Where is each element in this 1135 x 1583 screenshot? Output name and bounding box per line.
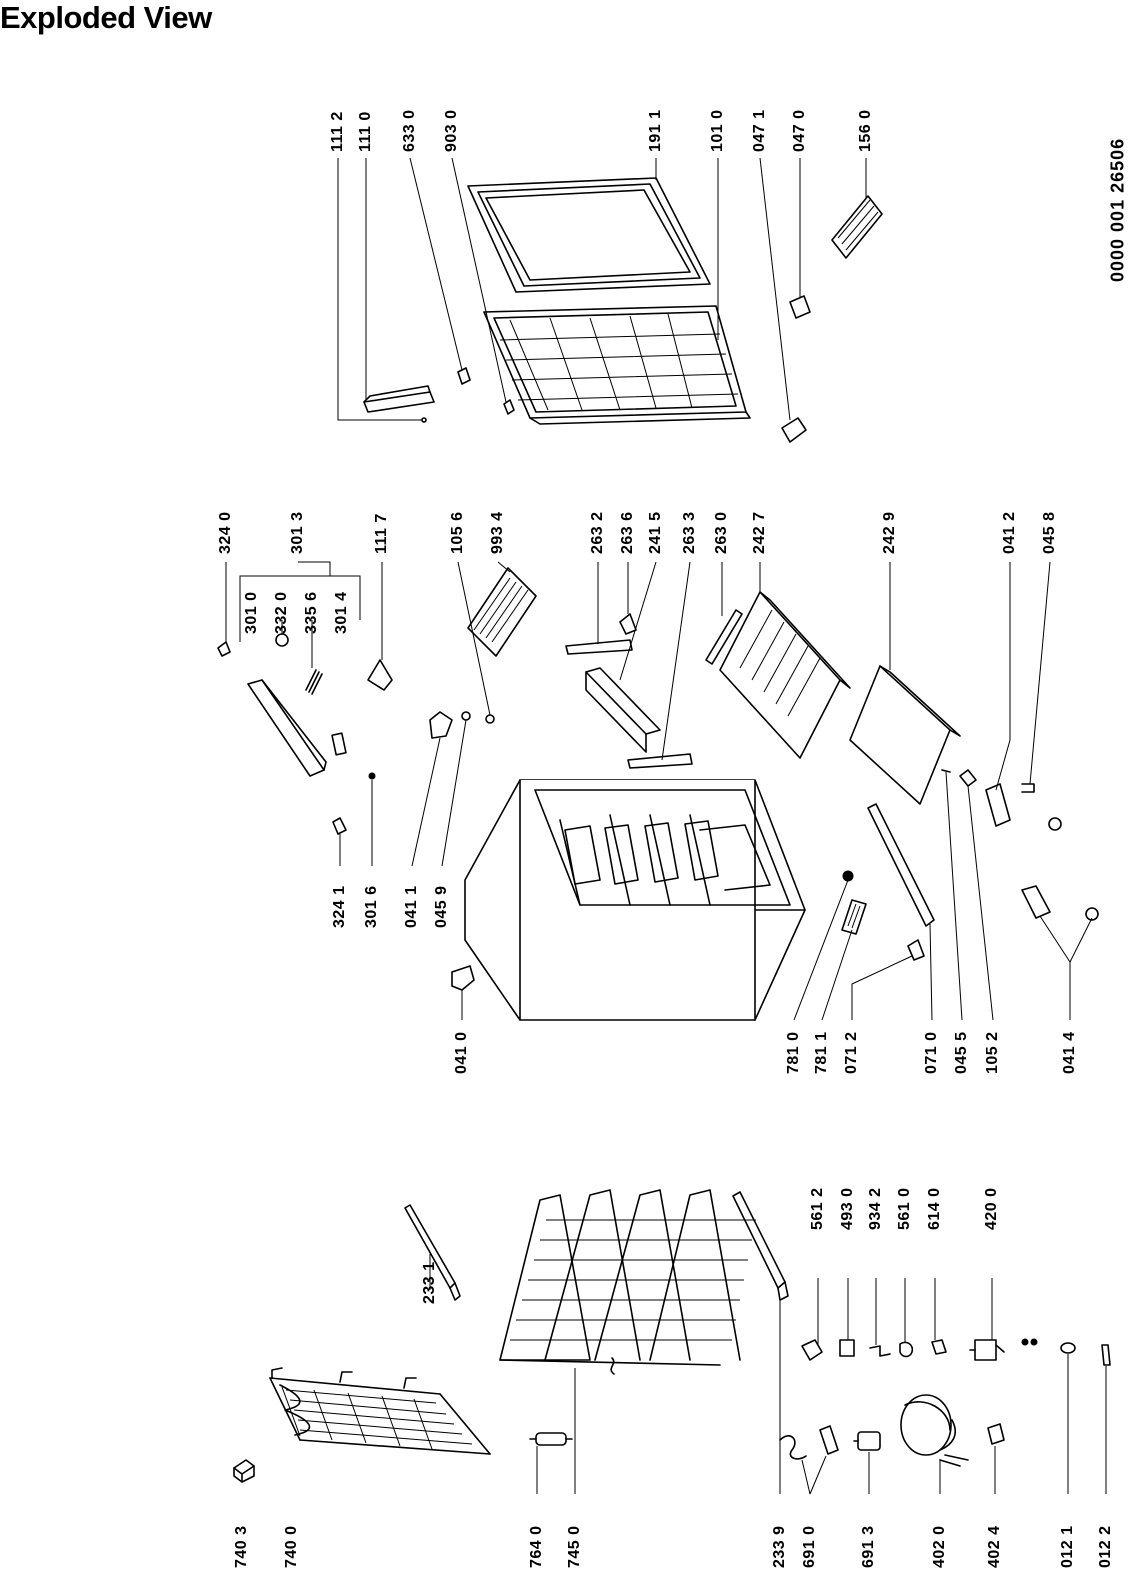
part-335-6: [305, 669, 323, 695]
cabinet: [464, 779, 806, 1021]
part-324-1: [332, 817, 347, 835]
part-934-2: [869, 1345, 891, 1357]
control-panel-301-0: [247, 679, 347, 777]
part-402-4: [987, 1423, 1005, 1445]
part-263-3: [627, 753, 693, 769]
door-gasket-191-1: [467, 177, 711, 293]
part-233-9: [732, 1191, 789, 1301]
part-071-2: [907, 939, 925, 961]
part-493-0: [839, 1339, 855, 1357]
part-105-2: [959, 769, 977, 787]
part-263-2: [565, 639, 633, 655]
part-614-0: [931, 1339, 947, 1355]
hinge-041-2: [985, 783, 1062, 831]
part-047-1: [781, 417, 807, 443]
part-045-5: [941, 769, 951, 773]
page-title: Exploded View: [0, 0, 212, 35]
part-691-0: [779, 1425, 839, 1460]
door-liner-101-0: [483, 305, 751, 425]
part-903-0: [503, 399, 515, 415]
leader-lines-right: [337, 157, 867, 421]
part-561-2: [801, 1339, 823, 1361]
part-420-0: [969, 1339, 1005, 1361]
part-small-dots: [1021, 1338, 1038, 1346]
leader-lines-centre: [225, 561, 1093, 1021]
part-111-7: [367, 659, 393, 691]
leader-lines-left: [429, 1254, 1107, 1495]
part-332-0: [275, 633, 289, 647]
part-633-0: [457, 367, 471, 385]
hinge-041-0: [451, 965, 475, 991]
drawer-242-9: [849, 665, 961, 805]
shelf-241-5: [585, 667, 661, 753]
part-012-2: [1101, 1344, 1111, 1366]
part-111-2: [421, 417, 427, 423]
condenser-740-0: [269, 1367, 491, 1455]
part-764-0: [529, 1432, 573, 1446]
part-781-0: [842, 870, 854, 882]
shelf-993-4: [467, 567, 537, 657]
drawer-242-7: [719, 591, 851, 759]
part-691-3: [853, 1431, 881, 1451]
hinge-041-4: [1021, 885, 1099, 921]
hinge-041-1: [429, 711, 453, 739]
part-233-1: [404, 1204, 461, 1301]
part-301-6: [368, 772, 376, 780]
part-012-1: [1060, 1342, 1076, 1354]
part-047-0: [789, 295, 811, 319]
part-781-1: [841, 899, 867, 935]
handle-111-0: [363, 385, 435, 413]
part-105-6: [485, 714, 495, 724]
part-263-0: [705, 609, 743, 665]
kickplate-071-0: [867, 803, 935, 927]
part-561-0: [899, 1341, 914, 1358]
part-740-3: [233, 1459, 255, 1483]
part-045-9: [461, 711, 471, 721]
part-324-0: [217, 641, 231, 657]
part-045-8: [1021, 783, 1035, 793]
ice-tray-156-0: [831, 195, 883, 259]
part-263-6: [619, 613, 637, 635]
evaporator-745-0: [499, 1189, 756, 1375]
compressor-402-0: [900, 1394, 969, 1467]
